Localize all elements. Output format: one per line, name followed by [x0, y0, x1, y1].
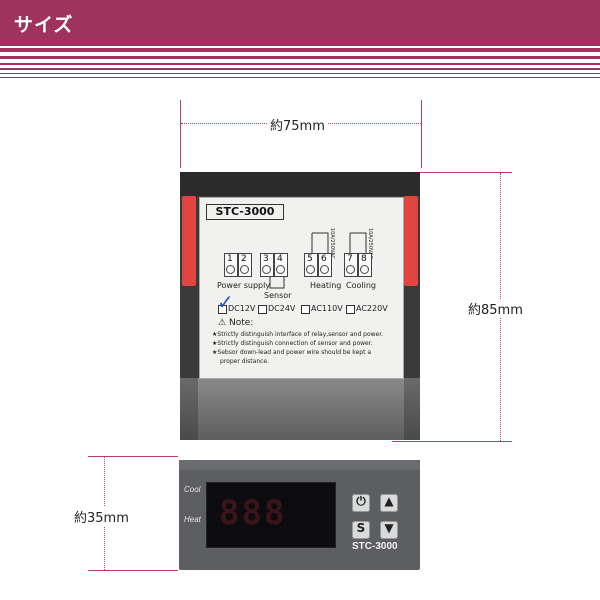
screw-icon [306, 265, 315, 274]
left-mounting-clip [182, 196, 196, 286]
width-label: 約75mm [268, 115, 327, 134]
set-button[interactable]: S [352, 521, 370, 539]
depth-label: 約35mm [72, 507, 131, 526]
arrow-up-icon: ▲ [384, 494, 394, 508]
depth-guide-top [88, 456, 178, 457]
note-title: Note: [229, 318, 254, 328]
terminal-number: 2 [241, 254, 247, 264]
down-button[interactable]: ▼ [380, 521, 398, 539]
terminal-number: 6 [321, 254, 327, 264]
voltage-option: DC24V [268, 304, 296, 313]
cooling-label: Cooling [346, 281, 376, 290]
height-label: 約85mm [466, 299, 525, 318]
height-guide-bottom [392, 441, 512, 442]
device-top-edge [180, 172, 420, 196]
check-mark-icon: ✓ [217, 290, 234, 314]
terminal-number: 7 [347, 254, 353, 264]
arrow-down-icon: ▼ [384, 521, 394, 535]
panel-model-label: STC-3000 [352, 541, 398, 552]
label-model: STC-3000 [206, 204, 284, 220]
relay-rating-cooling: 10A/250VAC [367, 228, 373, 259]
heating-label: Heating [310, 281, 342, 290]
note-line: ★Sebsor down-lead and power wire should … [212, 349, 372, 356]
note-line: ★Strictly distinguish connection of sens… [212, 340, 373, 347]
screw-icon [320, 265, 329, 274]
warning-icon: ⚠ [218, 318, 227, 328]
header-bar: サイズ [0, 0, 600, 46]
sensor-label: Sensor [264, 291, 292, 300]
up-button[interactable]: ▲ [380, 494, 398, 512]
depth-guide-bottom [88, 570, 178, 571]
width-guide-right [421, 100, 422, 168]
terminal-number: 3 [263, 254, 269, 264]
page-title: サイズ [14, 14, 74, 36]
note-line: proper distance. [220, 358, 270, 365]
screw-icon [276, 265, 285, 274]
display-digits: 888 [219, 493, 287, 533]
voltage-option: AC110V [311, 304, 343, 313]
screw-icon [240, 265, 249, 274]
right-mounting-clip [404, 196, 418, 286]
heat-indicator-label: Heat [184, 515, 201, 524]
voltage-checkbox [346, 305, 355, 314]
led-display: 888 [206, 482, 336, 548]
terminal-number: 8 [361, 254, 367, 264]
terminal-number: 5 [307, 254, 313, 264]
header-stripes [0, 46, 600, 80]
voltage-option: AC220V [356, 304, 388, 313]
screw-icon [262, 265, 271, 274]
width-guide-left [180, 100, 181, 168]
power-icon: ⏻ [356, 494, 366, 508]
voltage-checkbox [258, 305, 267, 314]
set-label: S [356, 521, 366, 535]
power-supply-label: Power supply [217, 281, 271, 290]
relay-rating-heating: 10A/250VAC [329, 228, 335, 259]
screw-icon [360, 265, 369, 274]
screw-icon [346, 265, 355, 274]
cool-indicator-label: Cool [184, 485, 201, 494]
terminal-number: 4 [277, 254, 283, 264]
height-guide-top [392, 172, 512, 173]
voltage-checkbox [218, 305, 227, 314]
terminal-number: 1 [227, 254, 233, 264]
note-line: ★Strictly distinguish interface of relay… [212, 331, 384, 338]
wiring-diagram-lines [269, 232, 367, 289]
power-button[interactable]: ⏻ [352, 494, 370, 512]
voltage-option: DC12V [228, 304, 256, 313]
screw-icon [226, 265, 235, 274]
wiring-label: STC-3000 10A/250VAC 10A/250VAC 1 2 3 4 5… [199, 197, 404, 379]
voltage-checkbox [301, 305, 310, 314]
